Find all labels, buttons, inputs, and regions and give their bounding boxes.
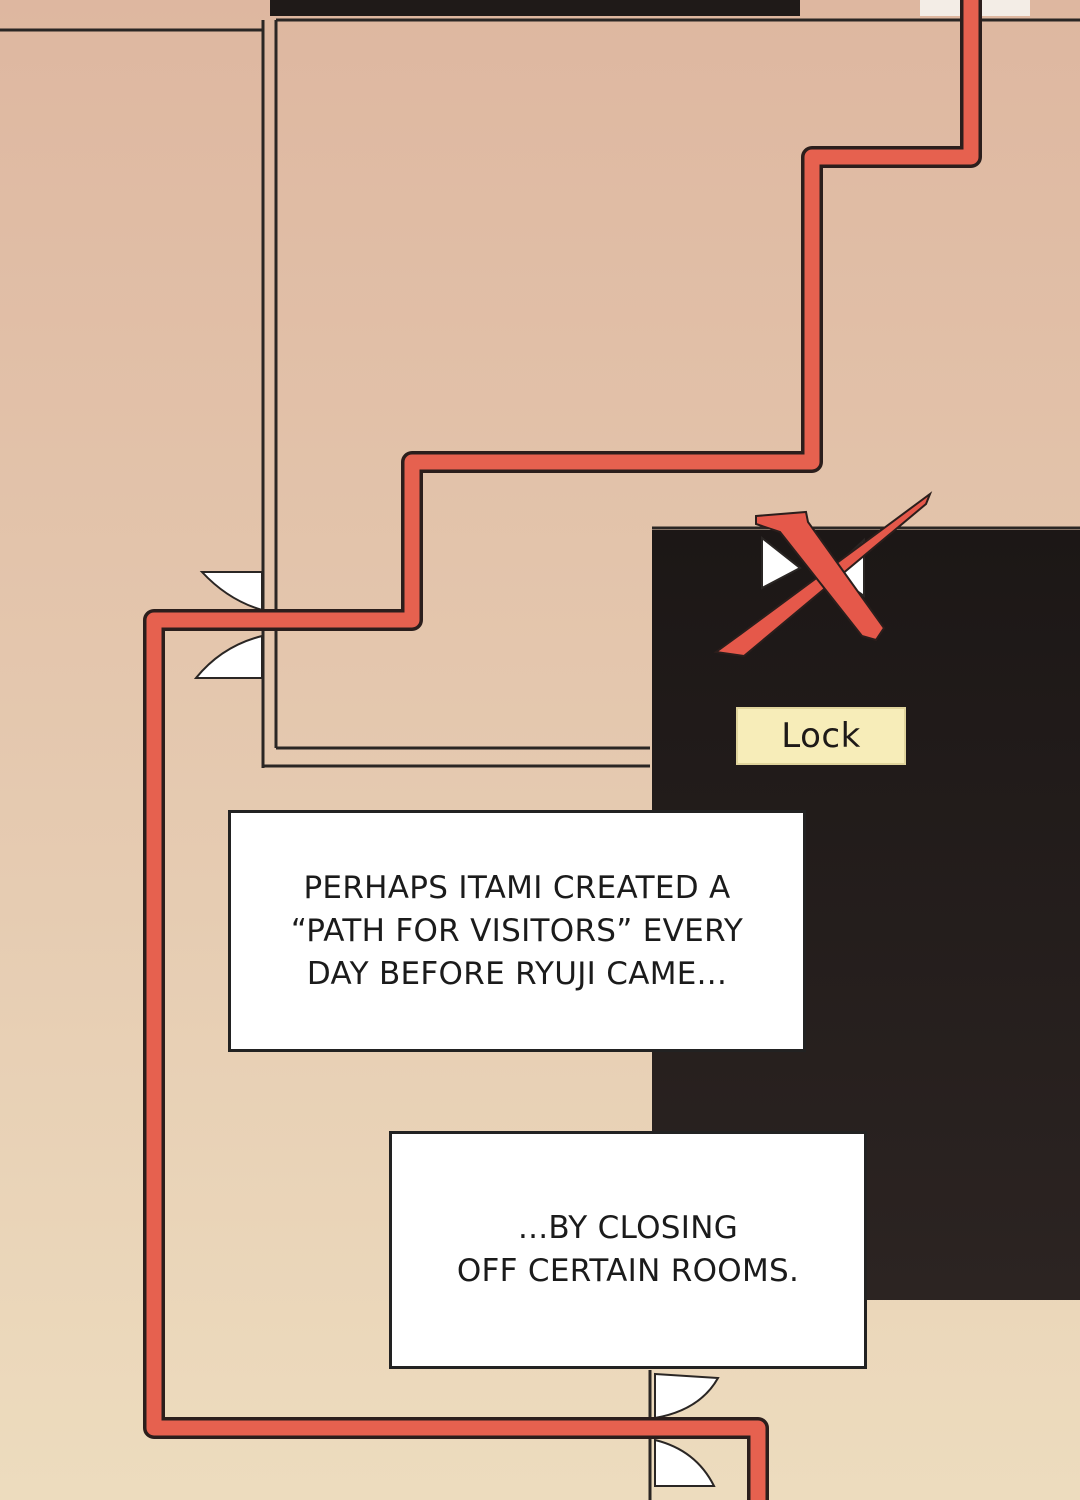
- visitor-path-fill: [146, 0, 979, 1500]
- door-left-lower: [193, 634, 263, 679]
- caption-line: “PATH FOR VISITORS” EVERY: [290, 912, 744, 949]
- lock-label: Lock: [736, 707, 906, 765]
- door-bottom-lower: [654, 1438, 716, 1487]
- x-mark-icon: [713, 491, 933, 658]
- top-wall-strip: [270, 0, 800, 16]
- caption-line: OFF CERTAIN ROOMS.: [456, 1253, 800, 1289]
- door-locked-room: [761, 535, 802, 590]
- caption-line: PERHAPS ITAMI CREATED A: [303, 869, 731, 906]
- caption-line: ...BY CLOSING: [517, 1210, 739, 1246]
- caption-box-2: ...BY CLOSING OFF CERTAIN ROOMS.: [389, 1131, 867, 1369]
- caption-box-1: PERHAPS ITAMI CREATED A “PATH FOR VISITO…: [228, 810, 806, 1052]
- caption-line: DAY BEFORE RYUJI CAME...: [306, 955, 728, 992]
